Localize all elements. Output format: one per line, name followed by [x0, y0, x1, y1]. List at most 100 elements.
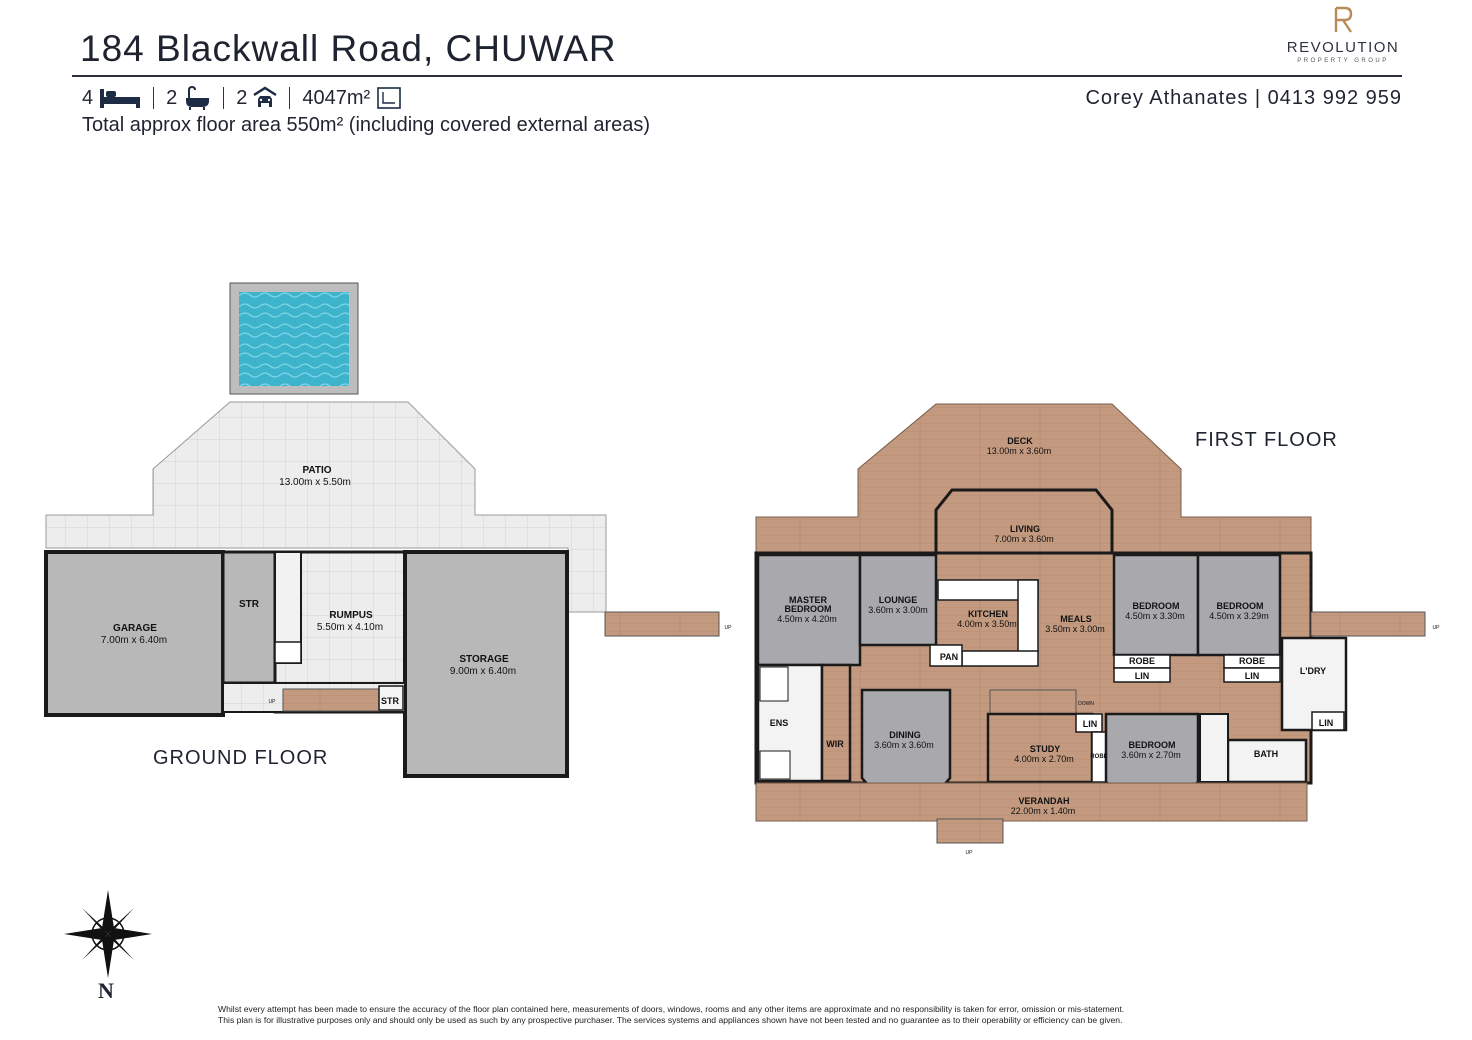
storage-label: STORAGE: [459, 654, 509, 665]
deck-label: DECK: [1007, 436, 1033, 446]
ldry-label: L'DRY: [1300, 666, 1326, 676]
first-floor-plan: [754, 403, 1426, 844]
north-label: N: [98, 978, 114, 1003]
wir-label: WIR: [826, 739, 844, 749]
bed-icon: [100, 89, 141, 108]
master-bedroom: [756, 553, 862, 667]
total-floor-area: Total approx floor area 550m² (including…: [82, 114, 651, 136]
bathroom: [1226, 738, 1308, 784]
corner-bath: [759, 750, 791, 780]
str1-label: STR: [239, 599, 260, 610]
living-label: LIVING: [1010, 524, 1040, 534]
toilet-room: [1199, 713, 1229, 783]
master-dim: 4.50m x 4.20m: [777, 614, 837, 624]
str-room: [221, 550, 277, 685]
spec-separator: [153, 87, 155, 109]
ground-floor-title: GROUND FLOOR: [153, 747, 329, 769]
room-labels: PATIO 13.00m x 5.50m GARAGE 7.00m x 6.40…: [101, 436, 1440, 856]
r-monogram-icon: [1334, 6, 1353, 33]
down-marker: DOWN: [1078, 701, 1094, 707]
ground-floor-plan: [44, 282, 720, 778]
str2-room: [378, 685, 404, 711]
spec-separator: [223, 87, 225, 109]
master-label: MASTER: [789, 595, 828, 605]
rumpus-label: RUMPUS: [329, 610, 373, 621]
side-stairs: [1310, 611, 1426, 637]
lounge-dim: 3.60m x 3.00m: [868, 605, 928, 615]
up-marker: UP: [1433, 625, 1441, 631]
swimming-pool: [239, 292, 349, 386]
up-marker: UP: [269, 699, 277, 705]
disclaimer-line-1: Whilst every attempt has been made to en…: [218, 1004, 1125, 1014]
disclaimer-line-2: This plan is for illustrative purposes o…: [218, 1015, 1123, 1025]
lin-3: [1075, 713, 1103, 733]
kitchen-label: KITCHEN: [968, 609, 1008, 619]
revolution-logo: REVOLUTION PROPERTY GROUP: [1282, 6, 1404, 64]
bed2-label: BEDROOM: [1133, 601, 1180, 611]
patio-dim: 13.00m x 5.50m: [279, 477, 351, 488]
storage-dim: 9.00m x 6.40m: [450, 666, 516, 677]
garage-room: [44, 550, 225, 717]
living-room: [934, 488, 1114, 555]
storage-room: [403, 550, 569, 778]
agent-contact: Corey Athanates | 0413 992 959: [1085, 87, 1402, 109]
verandah-dim: 22.00m x 1.40m: [1011, 806, 1076, 816]
robe3-label: ROBE: [1090, 754, 1107, 760]
lounge-label: LOUNGE: [879, 595, 918, 605]
logo-brand: REVOLUTION: [1286, 39, 1400, 56]
up-marker: UP: [966, 850, 974, 856]
dining-label: DINING: [889, 730, 921, 740]
living-dim: 7.00m x 3.60m: [994, 534, 1054, 544]
header-divider: [72, 75, 1402, 77]
bed3-label: BEDROOM: [1217, 601, 1264, 611]
deck-dim: 13.00m x 3.60m: [987, 446, 1052, 456]
compass-icon: [64, 890, 152, 978]
garage-dim: 7.00m x 6.40m: [101, 635, 167, 646]
bedroom-3: [1196, 553, 1282, 657]
study-dim: 4.00m x 2.70m: [1014, 754, 1074, 764]
pan-label: PAN: [940, 652, 958, 662]
robe1-label: ROBE: [1129, 656, 1155, 666]
bed4-dim: 3.60m x 2.70m: [1121, 750, 1181, 760]
wir-room: [820, 663, 852, 783]
front-steps: [936, 818, 1004, 844]
meals-label: MEALS: [1060, 614, 1092, 624]
property-specs: 4 2 2 4047m²: [82, 86, 402, 110]
lin1-label: LIN: [1135, 671, 1150, 681]
land-size: 4047m²: [302, 86, 371, 109]
bed2-dim: 4.50m x 3.30m: [1125, 611, 1185, 621]
garage-label: GARAGE: [113, 623, 157, 634]
land-area-icon: [377, 87, 401, 109]
str2-label: STR: [381, 696, 400, 706]
lounge-room: [858, 553, 938, 647]
first-floor-title: FIRST FLOOR: [1195, 429, 1338, 451]
shower: [759, 666, 789, 702]
kitchen-bench: [1017, 579, 1039, 653]
bed3-dim: 4.50m x 3.29m: [1209, 611, 1269, 621]
rumpus-dim: 5.50m x 4.10m: [317, 622, 383, 633]
ground-side-stairs: [604, 611, 720, 637]
up-marker: UP: [725, 625, 733, 631]
study-label: STUDY: [1030, 744, 1061, 754]
kitchen-dim: 4.00m x 3.50m: [957, 619, 1017, 629]
bath-icon: [186, 86, 210, 110]
lin-4: [1311, 711, 1345, 731]
ens-label: ENS: [770, 718, 789, 728]
shower-room: [274, 641, 302, 664]
spec-separator: [289, 87, 291, 109]
property-address-title: 184 Blackwall Road, CHUWAR: [80, 28, 617, 69]
lin-2: [1223, 667, 1281, 683]
ground-stairs: [282, 688, 380, 712]
bed-count: 4: [82, 86, 94, 109]
dining-dim: 3.60m x 3.60m: [874, 740, 934, 750]
logo-subtitle: PROPERTY GROUP: [1297, 58, 1389, 64]
bedroom-2: [1112, 553, 1200, 657]
verandah-area: [755, 782, 1308, 822]
lin4-label: LIN: [1319, 718, 1334, 728]
first-floor-stairs: [989, 689, 1077, 715]
lin2-label: LIN: [1245, 671, 1260, 681]
car-count: 2: [236, 86, 248, 109]
robe2-label: ROBE: [1239, 656, 1265, 666]
bath-label: BATH: [1254, 749, 1278, 759]
